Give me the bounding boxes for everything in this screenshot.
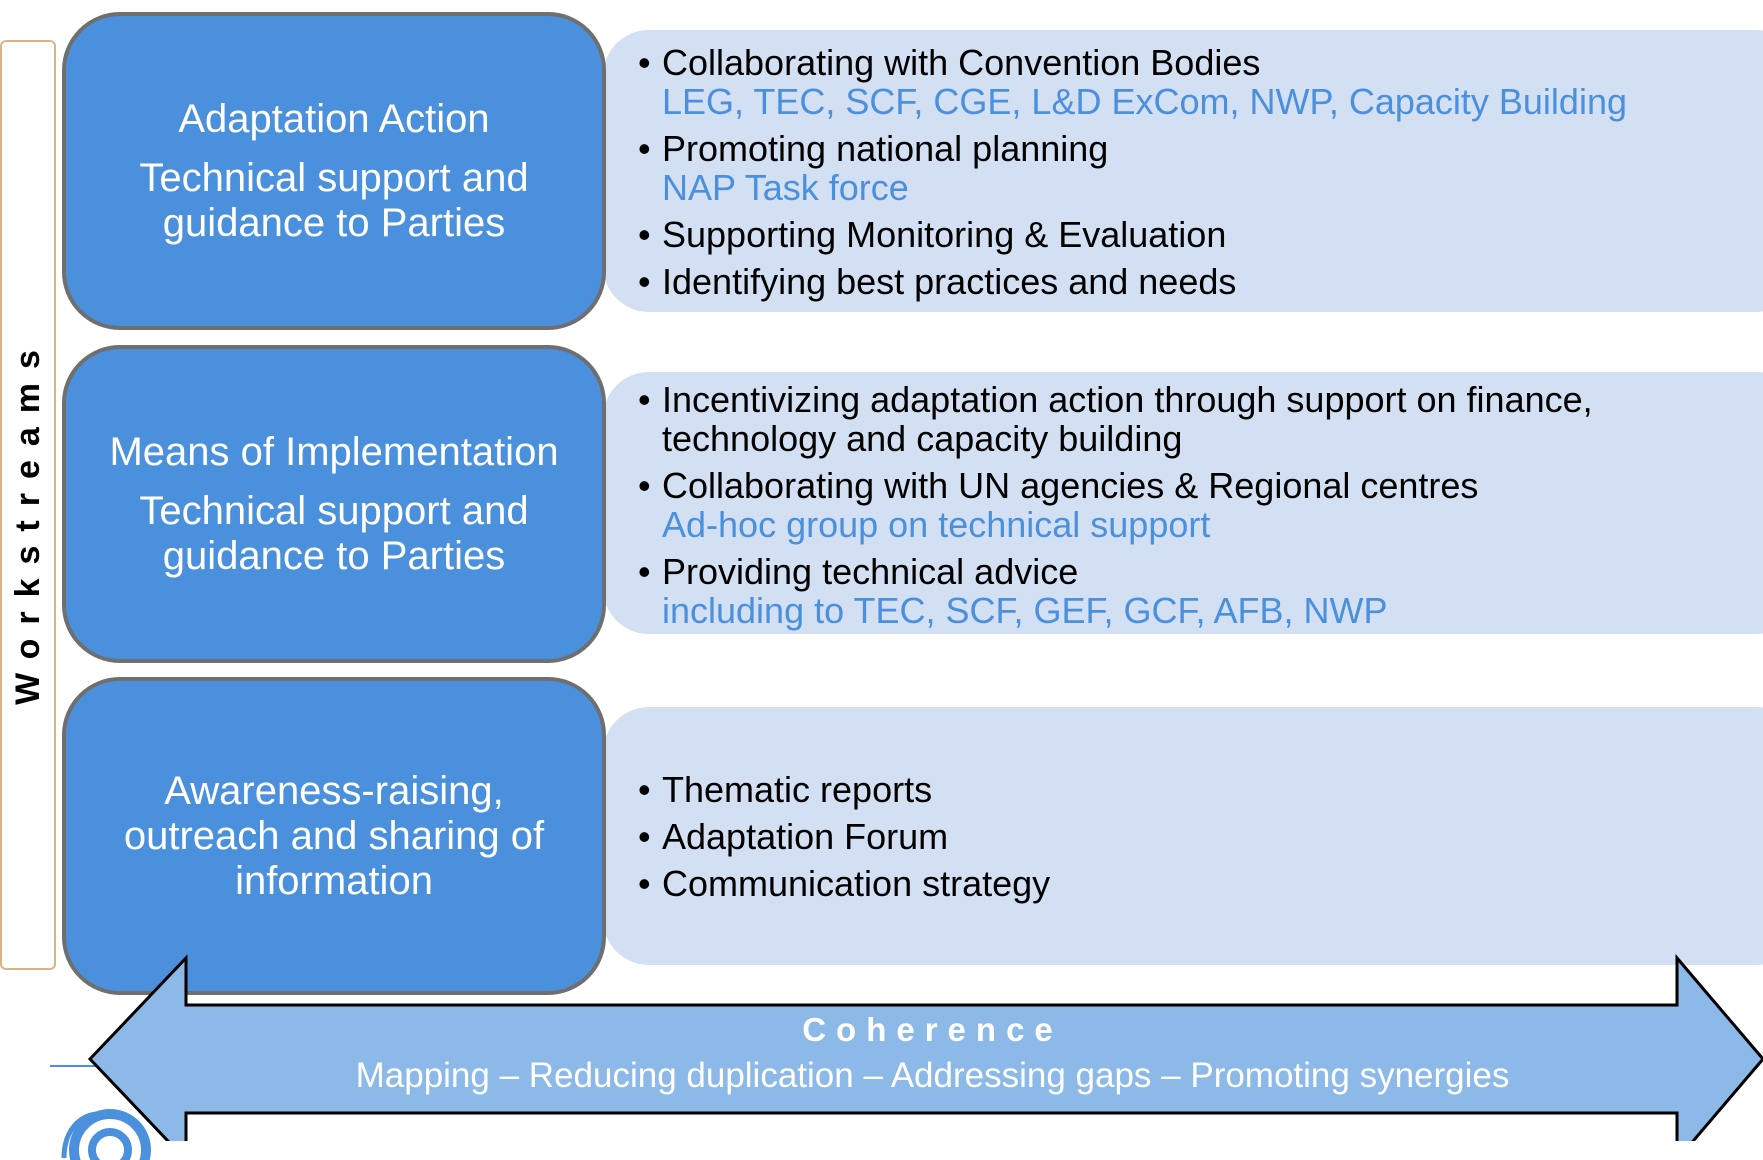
workstream-2-subtitle: Technical support and guidance to Partie… (139, 488, 529, 578)
workstream-1-subtitle: Technical support and guidance to Partie… (139, 155, 529, 245)
workstream-2-bullets: Incentivizing adaptation action through … (638, 380, 1648, 638)
workstream-1-title: Adaptation Action (178, 96, 490, 141)
bullet-text: Promoting national planning (662, 128, 1109, 169)
bullet-subtext: including to TEC, SCF, GEF, GCF, AFB, NW… (662, 590, 1388, 631)
workstreams-bracket (0, 40, 56, 970)
bullet-item: Communication strategy (638, 864, 1738, 903)
bullet-text: Communication strategy (662, 863, 1051, 904)
bullet-subtext: NAP Task force (662, 167, 909, 208)
bullet-item: Promoting national planning NAP Task for… (638, 129, 1738, 207)
bullet-text: Collaborating with UN agencies & Regiona… (662, 465, 1479, 506)
workstream-1-card: Adaptation Action Technical support and … (62, 12, 606, 330)
bullet-text: Incentivizing adaptation action through … (662, 379, 1593, 459)
bullet-text: Providing technical advice (662, 551, 1079, 592)
workstream-3-card: Awareness-raising, outreach and sharing … (62, 677, 606, 995)
bullet-item: Incentivizing adaptation action through … (638, 380, 1648, 458)
workstream-1-bullets: Collaborating with Convention Bodies LEG… (638, 43, 1738, 309)
bullet-item: Providing technical advice including to … (638, 552, 1648, 630)
bullet-item: Adaptation Forum (638, 817, 1738, 856)
bullet-item: Collaborating with UN agencies & Regiona… (638, 466, 1648, 544)
workstream-3-title: Awareness-raising, outreach and sharing … (123, 768, 545, 903)
bullet-text: Adaptation Forum (662, 816, 949, 857)
coherence-subtitle: Mapping – Reducing duplication – Address… (355, 1056, 1510, 1095)
bullet-subtext: Ad-hoc group on technical support (662, 504, 1211, 545)
bullet-item: Supporting Monitoring & Evaluation (638, 215, 1738, 254)
bullet-text: Collaborating with Convention Bodies (662, 42, 1261, 83)
bullet-item: Thematic reports (638, 770, 1738, 809)
bullet-text: Identifying best practices and needs (662, 261, 1237, 302)
bullet-item: Identifying best practices and needs (638, 262, 1738, 301)
bullet-item: Collaborating with Convention Bodies LEG… (638, 43, 1738, 121)
bullet-subtext: LEG, TEC, SCF, CGE, L&D ExCom, NWP, Capa… (662, 81, 1627, 122)
coherence-title: Coherence (802, 1011, 1063, 1048)
bullet-text: Supporting Monitoring & Evaluation (662, 214, 1227, 255)
workstream-3-bullets: Thematic reports Adaptation Forum Commun… (638, 770, 1738, 911)
bullet-text: Thematic reports (662, 769, 933, 810)
workstream-2-card: Means of Implementation Technical suppor… (62, 345, 606, 663)
workstream-2-title: Means of Implementation (109, 429, 559, 474)
